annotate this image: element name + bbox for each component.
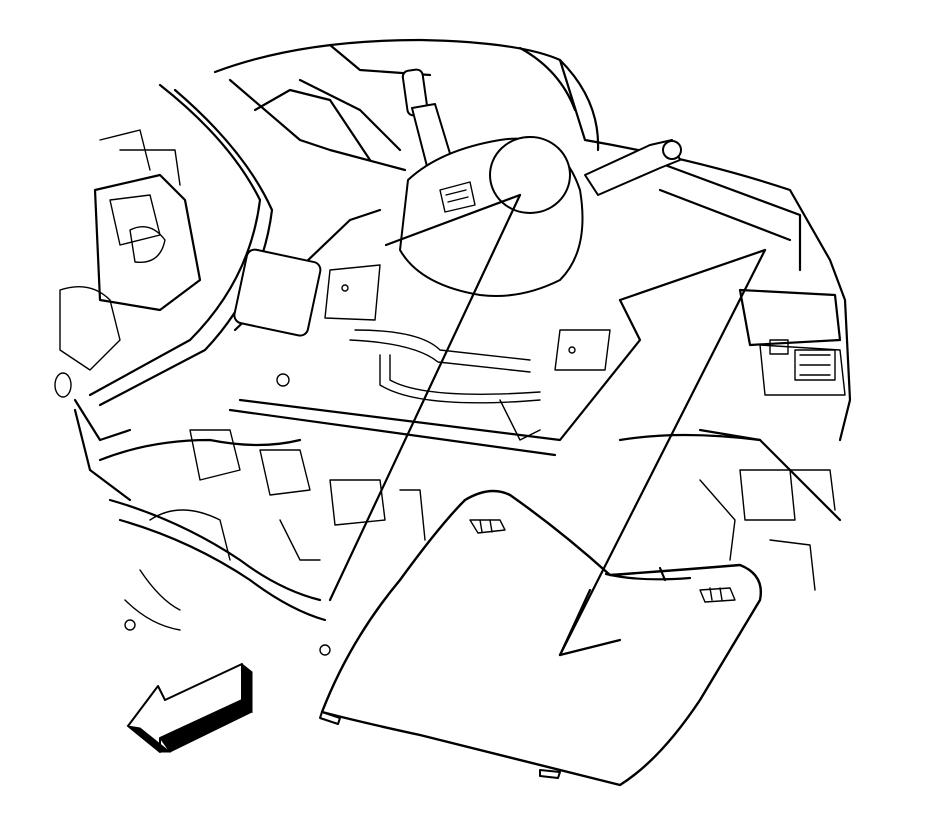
direction-arrow-icon [126,662,253,753]
instrument-panel [88,38,852,442]
leader-steering-down [328,193,522,602]
callout-leaders [328,193,767,657]
left-dash-components [54,129,202,502]
steering-column [399,68,682,297]
right-dash-components [618,288,846,591]
knee-bolster-panel [319,489,762,787]
leader-right-upper [618,248,767,302]
leader-steering-left [384,193,522,247]
wiring-harness [98,429,426,656]
leader-right-down [558,248,767,657]
floor-console [228,208,642,457]
